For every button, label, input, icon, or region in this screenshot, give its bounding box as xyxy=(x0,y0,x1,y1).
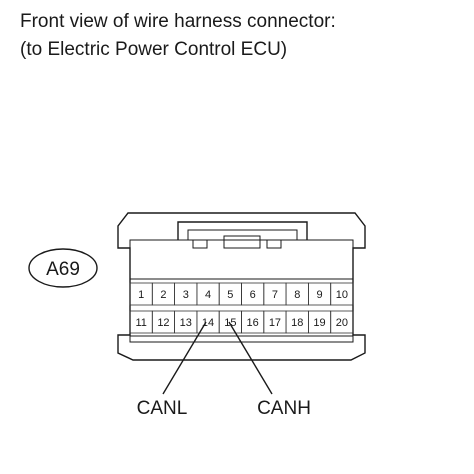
callout-label-canh: CANH xyxy=(257,398,311,419)
pin-number-10: 10 xyxy=(336,289,348,301)
pin-block-frame xyxy=(129,278,354,337)
pin-number-16: 16 xyxy=(247,317,259,329)
pin-number-18: 18 xyxy=(291,317,303,329)
pin-number-4: 4 xyxy=(205,289,211,301)
pin-number-19: 19 xyxy=(313,317,325,329)
connector-id-label: A69 xyxy=(46,259,80,280)
callout-canl: CANL xyxy=(137,321,207,419)
pin-number-3: 3 xyxy=(183,289,189,301)
callout-line-canh xyxy=(228,321,273,395)
connector-id-badge: A69 xyxy=(28,248,98,288)
latch-inner xyxy=(187,229,298,240)
pin-number-5: 5 xyxy=(227,289,233,301)
pin-number-6: 6 xyxy=(250,289,256,301)
latch-left-tab xyxy=(192,239,208,249)
pin-number-11: 11 xyxy=(135,317,146,329)
connector-housing xyxy=(117,212,366,361)
pin-number-9: 9 xyxy=(316,289,322,301)
housing-outline xyxy=(117,212,366,361)
pin-number-20: 20 xyxy=(336,317,348,329)
title-line-2: (to Electric Power Control ECU) xyxy=(20,39,287,60)
callout-canh: CANH xyxy=(228,321,311,419)
pin-number-1: 1 xyxy=(138,289,144,301)
pin-number-2: 2 xyxy=(160,289,166,301)
pin-cell-10 xyxy=(330,282,354,306)
pin-number-14: 14 xyxy=(202,317,214,329)
connector-id-oval xyxy=(28,248,98,288)
callout-label-canl: CANL xyxy=(137,398,188,419)
title-line-1: Front view of wire harness connector: xyxy=(20,11,336,32)
callout-line-canl xyxy=(162,321,207,395)
latch-outer xyxy=(177,221,308,240)
pin-number-7: 7 xyxy=(272,289,278,301)
pin-number-17: 17 xyxy=(269,317,281,329)
pin-number-8: 8 xyxy=(294,289,300,301)
latch-right-tab xyxy=(266,239,282,249)
pin-number-12: 12 xyxy=(157,317,169,329)
latch-center-tab xyxy=(223,235,261,249)
housing-inner-ledge xyxy=(129,239,354,248)
pin-cell-20 xyxy=(330,310,354,334)
pin-number-13: 13 xyxy=(180,317,192,329)
